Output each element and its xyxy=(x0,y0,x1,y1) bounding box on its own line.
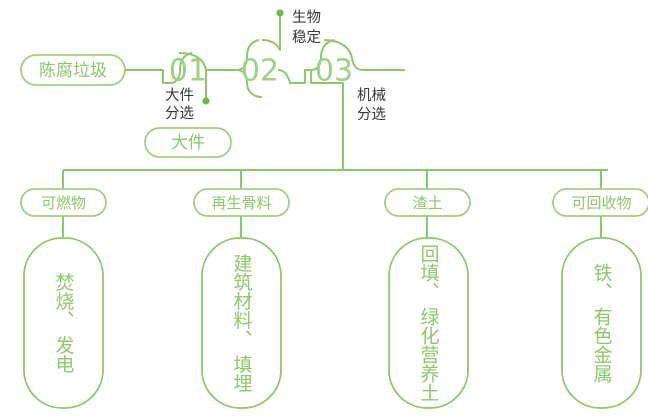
step-02-riser-dot xyxy=(276,9,284,17)
step-02-annotation-line1: 生物 xyxy=(292,9,321,26)
step-03-bracket-right xyxy=(323,39,405,71)
step-01-bracket-right xyxy=(178,52,237,71)
step-01-output-pill-shape xyxy=(144,127,232,158)
branch-4-outcome-box xyxy=(561,237,642,409)
step-node-01: 01 xyxy=(169,52,237,89)
step-02-bracket-right xyxy=(277,69,311,84)
branch-3-outcome-box xyxy=(388,237,469,409)
branch-2-pill-label: 再生骨料 xyxy=(211,194,271,212)
branch-2-outcome-box xyxy=(201,237,282,409)
step-03-bracket-left xyxy=(310,39,335,71)
branch-1-outcome-box xyxy=(23,237,104,409)
branch-group-3: 渣土 回填、 绿化营养土 xyxy=(384,170,471,409)
step-02-number: 02 xyxy=(241,54,279,89)
branch-4-pill-label: 可回收物 xyxy=(571,194,631,212)
trunk-line-to-bus xyxy=(310,70,344,170)
step-02-bracket-left-lower xyxy=(236,69,263,98)
step-02-bracket-left xyxy=(236,39,260,71)
connector-source-to-step-01 xyxy=(125,69,170,84)
branch-1-outcome-text: 焚烧、 发电 xyxy=(53,272,75,373)
step-02-riser-joint xyxy=(261,39,281,51)
step-01-number: 01 xyxy=(169,54,207,89)
step-node-03: 03 xyxy=(310,39,405,89)
branch-1-pill-label: 可燃物 xyxy=(41,194,86,212)
step-03-annotation-line2: 分选 xyxy=(357,106,386,123)
step-01-bracket-left xyxy=(169,52,193,84)
branch-4-outcome-text: 铁、 有色金属 xyxy=(591,263,613,384)
branch-group-1: 可燃物 焚烧、 发电 xyxy=(20,170,107,409)
branch-group-2: 再生骨料 建筑材料、 填埋 xyxy=(193,170,290,409)
step-01-output-pill-label: 大件 xyxy=(171,133,205,153)
step-01-drop-dot xyxy=(202,97,210,105)
step-03-annotation-line1: 机械 xyxy=(357,87,386,104)
branch-2-outcome-text: 建筑材料、 填埋 xyxy=(231,253,253,392)
step-01-annotation-line2: 分选 xyxy=(165,105,194,122)
branch-3-outcome-text: 回填、 绿化营养土 xyxy=(418,244,440,402)
step-02-annotation-line2: 稳定 xyxy=(292,29,321,46)
source-node: 陈腐垃圾 xyxy=(20,54,126,86)
step-01-annotation-line1: 大件 xyxy=(165,87,194,104)
source-pill-label: 陈腐垃圾 xyxy=(39,61,107,81)
branch-group-4: 可回收物 铁、 有色金属 xyxy=(552,170,648,409)
step-node-02: 02 xyxy=(236,39,311,98)
step-01-output-node: 大件 xyxy=(144,127,232,158)
branch-3-pill-label: 渣土 xyxy=(412,194,442,212)
